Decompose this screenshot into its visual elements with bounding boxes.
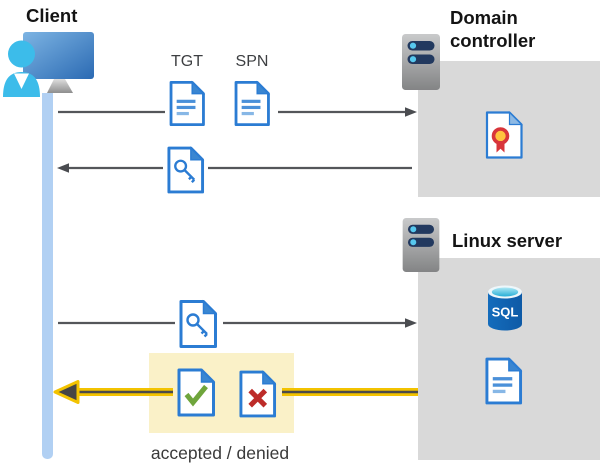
ticket-key-document-icon-2 [178, 299, 218, 349]
tgt-label: TGT [171, 53, 203, 70]
check-icon [184, 384, 208, 407]
client-workstation-icon [3, 32, 94, 97]
linux-server-icon [401, 217, 441, 273]
arrow-present-ticket-to-linux-server [58, 318, 417, 328]
spn-label: SPN [235, 53, 269, 70]
denied-document-icon [238, 369, 277, 419]
accepted-document-icon [176, 367, 216, 418]
domain-controller-server-icon [401, 33, 441, 91]
ticket-key-document-icon [166, 145, 205, 195]
sql-badge-text: SQL [492, 305, 519, 320]
monitor-stand-icon [47, 79, 73, 93]
monitor-icon [23, 32, 94, 79]
person-icon [3, 40, 40, 97]
sql-database-icon: SQL [488, 285, 522, 331]
arrow-result-to-client [53, 380, 418, 404]
arrow-request-to-domain-controller [58, 107, 417, 117]
cross-icon [248, 388, 268, 408]
client-timeline [42, 93, 53, 459]
linux-server-label: Linux server [452, 230, 563, 251]
keytab-document-icon [484, 356, 523, 406]
certificate-icon [485, 111, 523, 159]
arrow-return-ticket-to-client [57, 163, 412, 173]
spn-document-icon [233, 80, 271, 127]
domain-controller-label: Domain controller [450, 7, 536, 51]
result-label: accepted / denied [150, 443, 290, 463]
tgt-document-icon [168, 80, 206, 127]
client-label: Client [26, 5, 78, 26]
